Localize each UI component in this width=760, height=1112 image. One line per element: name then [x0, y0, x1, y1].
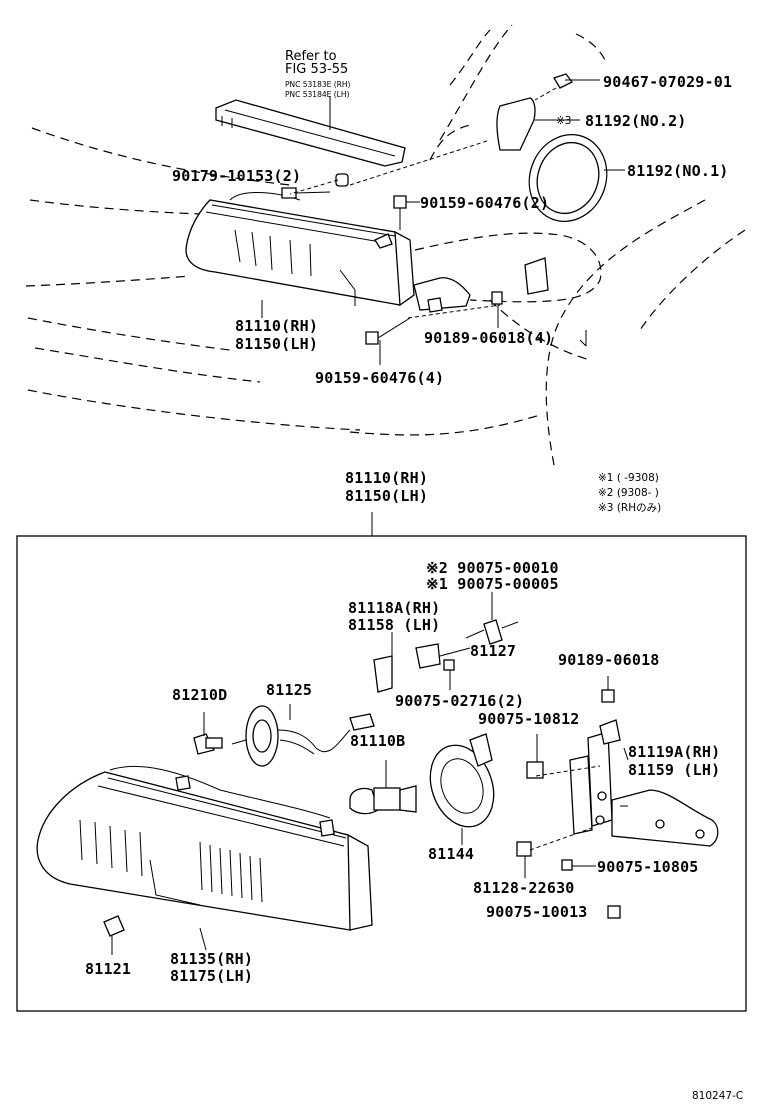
part-81192-no2[interactable]: 81192(NO.2): [585, 112, 687, 130]
retaining-ring: [429, 733, 495, 845]
part-81210d[interactable]: 81210D: [172, 686, 228, 704]
part-90075-00005[interactable]: ※1 90075-00005: [426, 575, 559, 593]
part-81119a-rh[interactable]: 81119A(RH): [628, 743, 721, 761]
part-81125[interactable]: 81125: [266, 681, 313, 699]
part-90159-bottom[interactable]: 90159-60476(4): [315, 369, 445, 387]
part-90159-top[interactable]: 90159-60476(2): [420, 194, 550, 212]
clip: [103, 915, 207, 955]
assembly-81110-rh[interactable]: 81110(RH): [345, 469, 429, 487]
detail-box: [16, 535, 747, 1012]
headlamp-housing: [36, 765, 373, 931]
bracket: [516, 676, 719, 919]
part-81118a-rh[interactable]: 81118A(RH): [348, 599, 441, 617]
part-81135-rh[interactable]: 81135(RH): [170, 950, 254, 968]
part-90189-06018[interactable]: 90189-06018: [558, 651, 660, 669]
refer-to-line1: Refer to: [285, 49, 337, 64]
part-90075-02716[interactable]: 90075-02716(2): [395, 692, 525, 710]
part-90075-10013[interactable]: 90075-10013: [486, 903, 588, 921]
refer-to-line4: PNC 53184E (LH): [285, 90, 350, 99]
top-fasteners: [281, 73, 573, 345]
part-90075-00010[interactable]: ※2 90075-00010: [426, 559, 559, 577]
trim-strip: [215, 96, 406, 167]
part-81158-lh[interactable]: 81158 (LH): [348, 616, 441, 634]
headlamp-cover: [496, 97, 608, 222]
note-mark-3: ※3: [556, 115, 572, 127]
part-81110b[interactable]: 81110B: [350, 732, 406, 750]
note-3: ※3 (RHのみ): [598, 502, 662, 514]
part-81144[interactable]: 81144: [428, 845, 475, 863]
adjuster-parts: [373, 592, 519, 693]
leader-lines-top: [261, 79, 625, 365]
figure-code: 810247-C: [692, 1090, 744, 1102]
note-2: ※2 (9308- ): [598, 487, 659, 499]
part-90179[interactable]: 90179-10153(2): [172, 167, 302, 185]
part-81150-lh-top[interactable]: 81150(LH): [235, 335, 319, 353]
h4-bulb: [349, 760, 417, 815]
part-90075-10805[interactable]: 90075-10805: [597, 858, 699, 876]
refer-to-line2: FIG 53-55: [285, 62, 349, 77]
note-1: ※1 ( -9308): [598, 472, 659, 484]
part-81175-lh[interactable]: 81175(LH): [170, 967, 254, 985]
socket-wiring: [193, 704, 375, 767]
part-81121[interactable]: 81121: [85, 960, 132, 978]
part-81159-lh[interactable]: 81159 (LH): [628, 761, 721, 779]
part-90467[interactable]: 90467-07029-01: [603, 73, 733, 91]
part-81128[interactable]: 81128-22630: [473, 879, 575, 897]
part-81110-rh-top[interactable]: 81110(RH): [235, 317, 319, 335]
refer-to-line3: PNC 53183E (RH): [285, 80, 351, 89]
headlamp-assembly-top: [185, 192, 471, 313]
part-90189-top[interactable]: 90189-06018(4): [424, 329, 554, 347]
body-contour-lines: [25, 24, 746, 471]
part-81192-no1[interactable]: 81192(NO.1): [627, 162, 729, 180]
part-90075-10812[interactable]: 90075-10812: [478, 710, 580, 728]
assembly-81150-lh[interactable]: 81150(LH): [345, 487, 429, 505]
part-81127[interactable]: 81127: [470, 642, 517, 660]
